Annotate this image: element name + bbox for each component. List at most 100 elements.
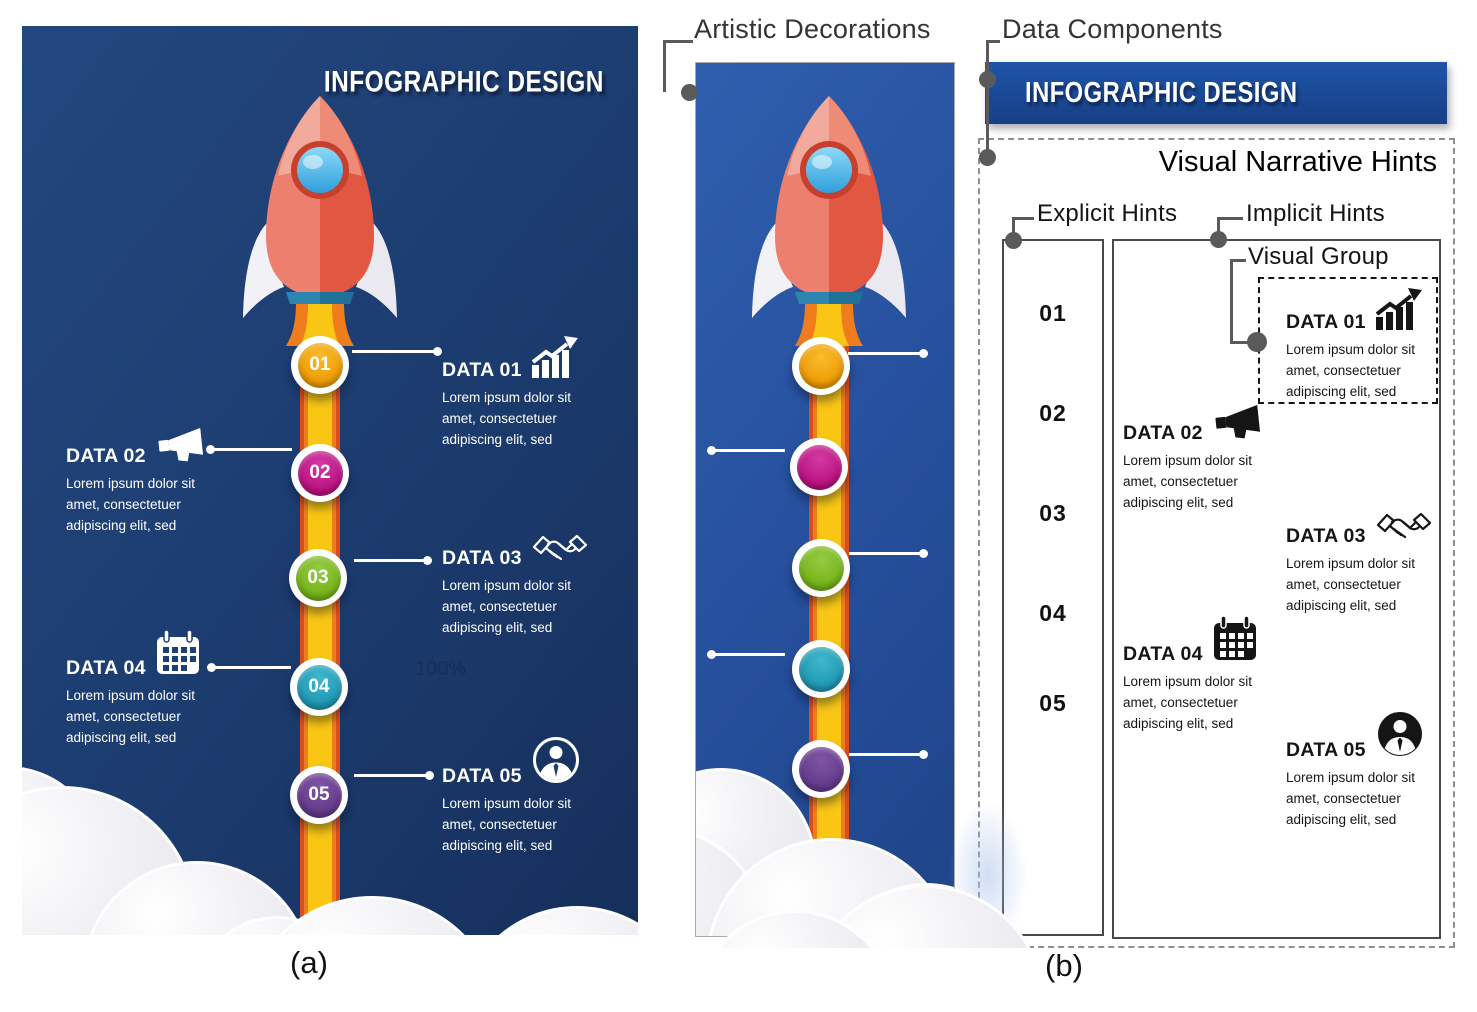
data-item-description: Lorem ipsum dolor sit amet, consectetuer… — [442, 794, 612, 857]
desc-line: Lorem ipsum dolor sit — [1286, 556, 1416, 571]
desc-line: adipiscing elit, sed — [66, 517, 177, 533]
connector-line — [354, 556, 432, 564]
explicit-number: 03 — [1039, 500, 1067, 526]
data-item-title: DATA 01 — [442, 358, 522, 381]
caption-a: (a) — [290, 945, 328, 980]
anchor-dot — [681, 84, 698, 101]
banner-title-bar: INFOGRAPHIC DESIGN — [985, 62, 1447, 124]
bracket-line — [1012, 217, 1015, 241]
data-item-header: DATA 05 — [442, 736, 612, 789]
connector-line — [849, 750, 928, 758]
anchor-dot — [1247, 332, 1267, 352]
data-item-header: DATA 03 — [442, 534, 612, 571]
anchor-dot — [1210, 231, 1227, 248]
label-data-components: Data Components — [1002, 14, 1223, 44]
rocket-icon — [243, 96, 397, 346]
data-item-header: DATA 01 — [1286, 288, 1436, 335]
step-number: 01 — [297, 342, 343, 388]
connector-line — [848, 349, 928, 357]
desc-line: Lorem ipsum dolor sit — [1286, 342, 1416, 357]
timeline-step-04: 04 — [290, 658, 348, 716]
anchor-dot — [1005, 232, 1022, 249]
data-item-description: Lorem ipsum dolor sit amet, consectetuer… — [66, 686, 236, 749]
step-number: 02 — [297, 450, 343, 496]
data-item-header: DATA 04 — [66, 629, 236, 681]
desc-line: Lorem ipsum dolor sit — [442, 796, 572, 811]
rocket-icon — [752, 96, 906, 346]
desc-line: adipiscing elit, sed — [1286, 811, 1397, 827]
watermark: 100% — [415, 658, 467, 680]
growth-chart-icon — [531, 336, 578, 383]
connector-line — [352, 347, 442, 355]
desc-line: amet, consectetuer — [1286, 576, 1401, 592]
bracket-line — [1230, 259, 1246, 262]
timeline-step-01: 01 — [291, 336, 349, 394]
explicit-number: 05 — [1039, 690, 1067, 716]
desc-line: amet, consectetuer — [1286, 790, 1401, 806]
desc-line: amet, consectetuer — [66, 708, 181, 724]
desc-line: Lorem ipsum dolor sit — [66, 476, 196, 491]
data-item-description: Lorem ipsum dolor sit amet, consectetuer… — [442, 576, 612, 639]
desc-line: Lorem ipsum dolor sit — [442, 578, 572, 593]
bracket-line — [663, 40, 693, 43]
desc-line: Lorem ipsum dolor sit — [442, 390, 572, 405]
connector-line — [849, 549, 928, 557]
handshake-icon — [532, 534, 588, 571]
desc-line: adipiscing elit, sed — [1286, 383, 1397, 399]
data-item-title: DATA 01 — [1286, 310, 1366, 333]
data-item-description: Lorem ipsum dolor sit amet, consectetuer… — [1286, 768, 1436, 831]
megaphone-icon — [156, 427, 206, 469]
desc-line: adipiscing elit, sed — [1123, 715, 1234, 731]
data-item-title: DATA 04 — [1123, 642, 1203, 665]
data-item-05: DATA 05 Lorem ipsum dolor sit amet, cons… — [442, 736, 612, 857]
data-item-description: Lorem ipsum dolor sit amet, consectetuer… — [1123, 451, 1273, 514]
bracket-line — [663, 40, 666, 92]
visual-narrative-hints-title: Visual Narrative Hints — [1158, 146, 1437, 178]
step-number: 03 — [295, 555, 341, 601]
calendar-icon — [156, 629, 200, 681]
desc-line: adipiscing elit, sed — [1123, 494, 1234, 510]
cloud-spill — [655, 830, 1055, 948]
desc-line: adipiscing elit, sed — [442, 431, 553, 447]
panel-b-artistic-decorations — [695, 62, 955, 937]
desc-line: amet, consectetuer — [1286, 362, 1401, 378]
desc-line: amet, consectetuer — [442, 816, 557, 832]
data-item-title: DATA 03 — [442, 546, 522, 569]
implicit-data-item-01: DATA 01 Lorem ipsum dolor sit amet, cons… — [1286, 288, 1436, 403]
panel-a-infographic: INFOGRAPHIC DESIGN 01 — [22, 26, 638, 935]
explicit-number: 04 — [1039, 600, 1067, 626]
banner-title: INFOGRAPHIC DESIGN — [1025, 76, 1298, 109]
desc-line: amet, consectetuer — [442, 410, 557, 426]
data-item-header: DATA 04 — [1123, 615, 1273, 667]
data-item-title: DATA 04 — [66, 656, 146, 679]
step-circle — [796, 444, 842, 490]
rocket-trail — [809, 333, 849, 936]
businessman-icon — [532, 736, 580, 789]
implicit-hints-box — [1112, 239, 1441, 939]
data-item-title: DATA 02 — [1123, 421, 1203, 444]
step-circle — [798, 545, 844, 591]
step-number: 05 — [296, 772, 342, 818]
implicit-data-item-02: DATA 02 Lorem ipsum dolor sit amet, cons… — [1123, 404, 1273, 514]
businessman-icon — [1376, 710, 1424, 763]
timeline-step — [792, 539, 850, 597]
bracket-line — [1217, 217, 1243, 220]
desc-line: Lorem ipsum dolor sit — [66, 688, 196, 703]
megaphone-icon — [1213, 404, 1263, 446]
data-item-title: DATA 05 — [442, 764, 522, 787]
label-artistic-decorations: Artistic Decorations — [694, 14, 931, 44]
bracket-line — [1230, 259, 1233, 343]
data-item-01: DATA 01 Lorem ipsum dolor sit amet, cons… — [442, 336, 612, 451]
bracket-line — [1230, 341, 1254, 344]
step-number: 04 — [296, 664, 342, 710]
infographic-title: INFOGRAPHIC DESIGN — [323, 64, 604, 99]
connector-line — [354, 771, 434, 779]
anchor-dot — [979, 149, 996, 166]
desc-line: amet, consectetuer — [1123, 473, 1238, 489]
rocket-trail — [300, 334, 340, 935]
connector-line — [207, 663, 291, 671]
data-item-header: DATA 02 — [66, 427, 236, 469]
timeline-step-03: 03 — [289, 549, 347, 607]
bracket-line — [1217, 217, 1220, 239]
